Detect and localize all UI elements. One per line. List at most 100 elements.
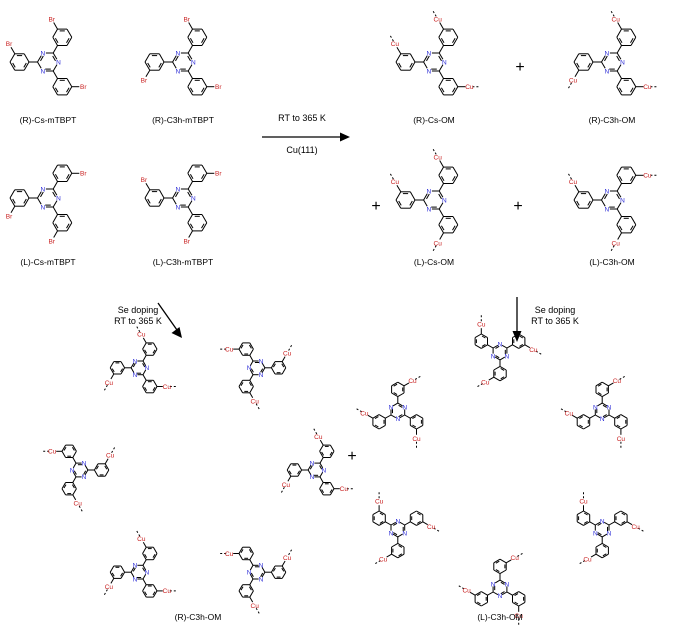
ring-bond [270,571,276,579]
copper-atom: Cu [251,399,260,406]
copper-atom: Cu [340,486,349,493]
ring-double-bond [187,55,191,62]
ring-double-bond [576,62,580,68]
ring-bond [423,193,428,201]
ring-double-bond [426,55,430,62]
aryl-link-bond [52,70,58,79]
bromine-atom: Br [215,171,222,178]
ring-double-bond [597,392,602,396]
copper-atom: Cu [631,524,640,531]
ring-bond [438,175,444,184]
ring-bond [409,199,416,209]
ring-bond [93,469,99,477]
ring-bond [474,601,482,607]
ring-double-bond [175,191,179,198]
nitrogen-atom: N [442,59,447,66]
ring-double-bond [495,560,500,564]
ring-bond [201,222,208,232]
ring-bond [249,573,254,580]
ring-bond [249,546,254,554]
copper-atom: Cu [163,384,172,391]
ring-bond [573,53,580,63]
ring-bond [597,402,603,407]
copper-atom: Cu [48,449,57,456]
organometallic-bond [535,350,542,355]
substituent-bond [617,22,622,30]
ring-bond [66,86,73,96]
ring-bond [395,53,402,63]
ring-double-bond [240,549,244,553]
ring-double-bond [12,62,16,68]
organometallic-bond [610,245,615,251]
ring-bond [281,361,287,369]
ring-bond [395,191,402,201]
label-l-cs-om: (L)-Cs-OM [414,257,454,267]
ring-bond [595,414,601,419]
ring-bond [52,173,58,182]
ring-double-bond [379,520,384,524]
ring-double-bond [500,367,505,371]
plus-sign: + [347,448,356,465]
ring-bond [238,348,244,356]
ring-double-bond [583,520,588,524]
ring-double-bond [63,484,67,489]
ring-bond [52,78,58,87]
organometallic-bond [288,549,293,556]
substituent-bond [249,596,254,603]
copper-atom: Cu [465,84,474,91]
ring-bond [438,28,444,38]
ring-double-bond [438,55,442,62]
ring-bond [329,444,335,452]
ring-double-bond [240,382,244,387]
ring-bond [583,510,590,516]
bromine-atom: Br [80,171,87,178]
copper-atom: Cu [612,16,621,23]
copper-atom: Cu [225,346,234,353]
ring-bond [452,216,459,225]
ring-double-bond [272,567,276,572]
ring-bond [187,86,193,96]
ring-bond [481,333,488,339]
ring-bond [158,197,165,207]
ring-bond [409,53,416,63]
ring-bond [66,164,73,174]
step2-left-condition-temperature: RT to 365 K [114,316,162,326]
ring-bond [130,571,135,578]
ring-double-bond [288,470,292,475]
substituent-bond [188,22,193,30]
ring-bond [187,64,193,72]
ring-double-bond [248,382,252,387]
ring-bond [172,55,177,63]
ring-bond [620,424,628,430]
ring-double-bond [250,368,254,373]
substituent-bond [281,356,286,362]
ring-bond [595,392,603,398]
step2-right-condition-temperature: RT to 365 K [531,316,579,326]
ring-bond [249,342,254,350]
plus-sign: + [513,198,522,215]
ring-bond [452,28,459,38]
ring-double-bond [417,520,421,524]
ring-bond [52,188,58,196]
substituent-bond [367,414,374,419]
ring-bond [438,86,444,96]
copper-atom: Cu [314,434,323,441]
ring-double-bond [187,191,191,198]
ring-bond [319,462,324,469]
step1-condition-temperature: RT to 365 K [278,113,326,123]
nitrogen-atom: N [70,467,75,474]
ring-bond [630,86,637,96]
arrow-step1 [262,132,350,142]
ring-bond [66,78,73,87]
ring-double-bond [152,349,156,354]
substituent-bond [422,521,428,526]
ring-bond [399,414,405,419]
organometallic-bond [458,585,465,590]
ring-bond [130,567,135,573]
aryl-link-bond [506,344,513,349]
organometallic-bond [517,552,523,557]
step2-left-condition-doping: Se doping [118,305,159,315]
copper-atom: Cu [569,179,578,186]
copper-atom: Cu [282,482,291,489]
